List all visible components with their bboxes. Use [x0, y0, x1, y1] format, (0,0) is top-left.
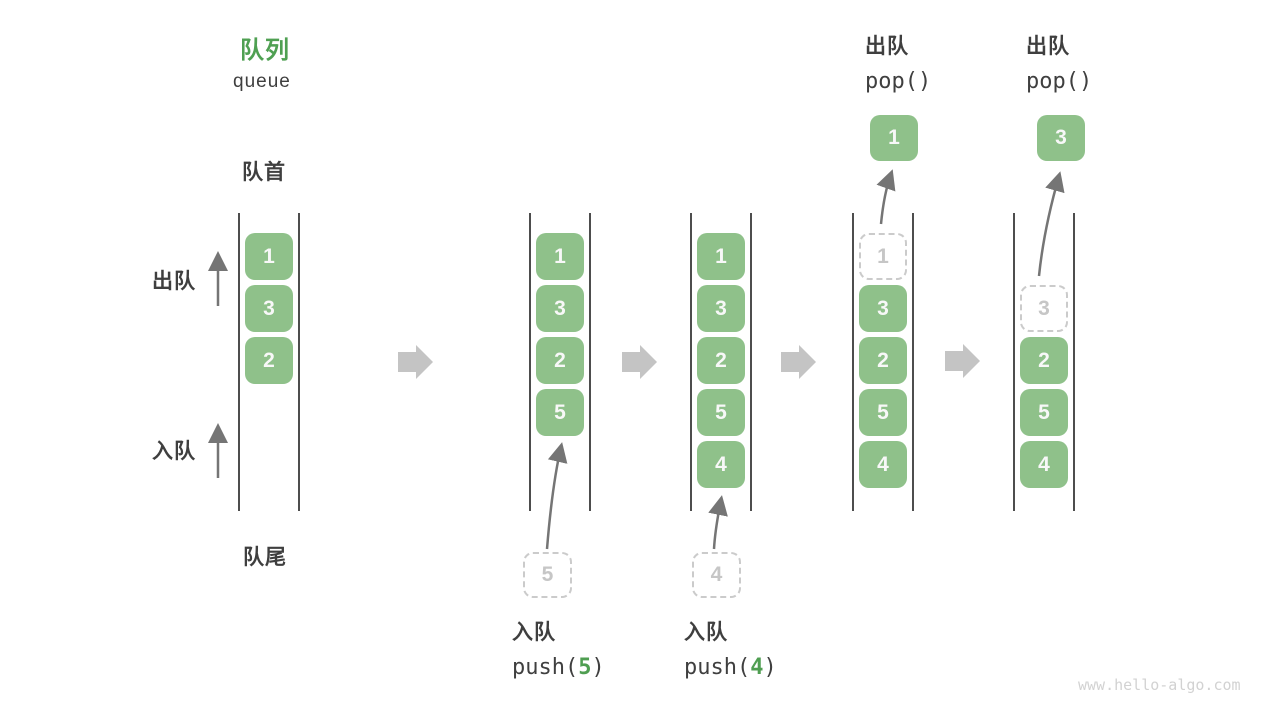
queue-item: 1: [697, 233, 745, 280]
queue-item: 1: [245, 233, 293, 280]
queue-item: 3: [859, 285, 907, 332]
queue-item: 5: [859, 389, 907, 436]
queue-state-4: 1 3 2 5 4: [852, 213, 914, 511]
queue-item: 1: [536, 233, 584, 280]
queue-item-removed: 3: [1020, 285, 1068, 332]
queue-item: 5: [1020, 389, 1068, 436]
op-push5-arg: 5: [578, 655, 592, 680]
op-pop2-zh: 出队: [1026, 35, 1070, 58]
op-pop1-zh: 出队: [865, 35, 909, 58]
queue-item: 2: [697, 337, 745, 384]
op-pop2-code: pop(): [1026, 69, 1093, 94]
popped-item: 1: [870, 115, 918, 161]
queue-item: 3: [536, 285, 584, 332]
watermark: www.hello-algo.com: [1078, 676, 1241, 694]
op-push4-code: push(4): [684, 655, 777, 680]
queue-state-2: 1 3 2 5: [529, 213, 591, 511]
pending-push-box-4: 4: [692, 552, 741, 598]
next-state-arrow-icon: [781, 345, 816, 379]
op-push5-zh: 入队: [512, 621, 556, 644]
queue-state-3: 1 3 2 5 4: [690, 213, 752, 511]
queue-item: 4: [1020, 441, 1068, 488]
queue-item: 3: [245, 285, 293, 332]
queue-item: 5: [697, 389, 745, 436]
op-label-push5: 入队 push(5): [512, 616, 605, 680]
queue-item-removed: 1: [859, 233, 907, 280]
queue-item: 4: [859, 441, 907, 488]
popped-item: 3: [1037, 115, 1085, 161]
op-pop1-code: pop(): [865, 69, 932, 94]
pending-push-box-5: 5: [523, 552, 572, 598]
queue-item: 2: [245, 337, 293, 384]
queue-item: 4: [697, 441, 745, 488]
op-label-pop2: 出队 pop(): [1026, 30, 1092, 94]
queue-state-5: 3 2 5 4: [1013, 213, 1075, 511]
queue-item: 5: [536, 389, 584, 436]
label-queue-rear: 队尾: [243, 546, 287, 569]
label-queue-front: 队首: [242, 161, 286, 184]
op-push4-arg: 4: [750, 655, 764, 680]
queue-state-1: 1 3 2: [238, 213, 300, 511]
next-state-arrow-icon: [945, 344, 980, 378]
diagram-title-en: queue: [233, 71, 291, 92]
op-label-push4: 入队 push(4): [684, 616, 777, 680]
label-enqueue-side: 入队: [152, 440, 196, 463]
queue-item: 2: [536, 337, 584, 384]
queue-item: 2: [1020, 337, 1068, 384]
next-state-arrow-icon: [622, 345, 657, 379]
op-push5-code: push(5): [512, 655, 605, 680]
queue-item: 2: [859, 337, 907, 384]
label-dequeue-side: 出队: [152, 270, 196, 293]
next-state-arrow-icon: [398, 345, 433, 379]
op-push4-zh: 入队: [684, 621, 728, 644]
queue-item: 3: [697, 285, 745, 332]
op-label-pop1: 出队 pop(): [865, 30, 931, 94]
diagram-title-zh: 队列: [240, 37, 290, 64]
